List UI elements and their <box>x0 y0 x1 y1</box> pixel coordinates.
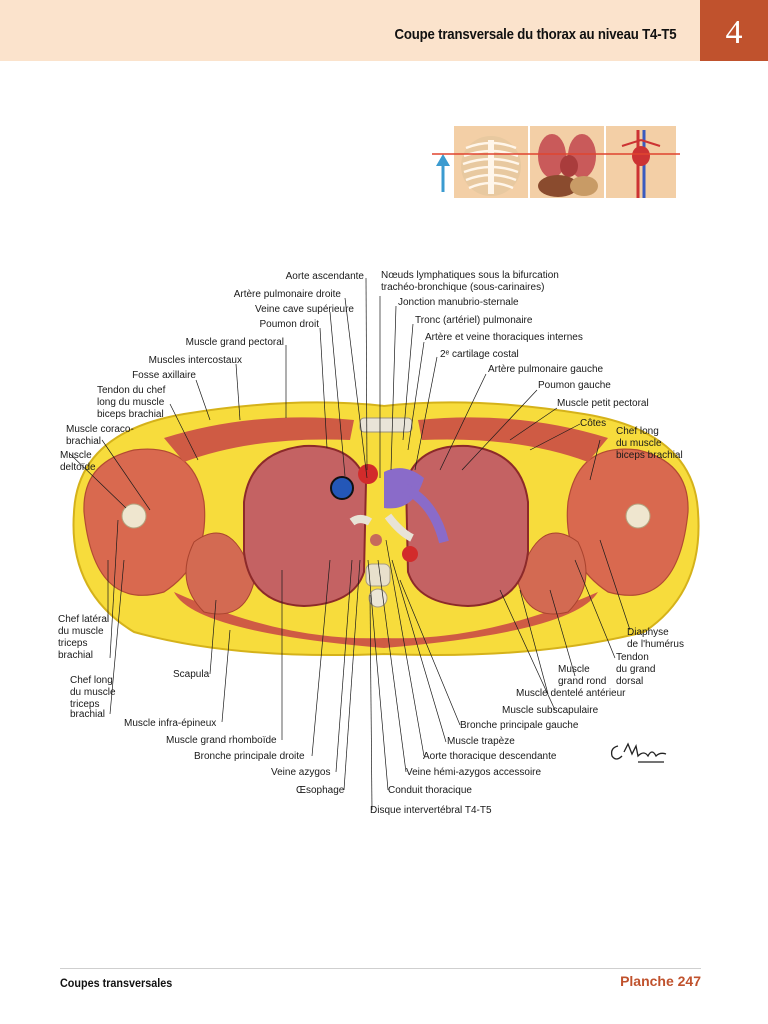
label-aorte-ascendante: Aorte ascendante <box>285 271 364 282</box>
label-cotes: Côtes <box>580 418 607 429</box>
label-coraco-brachial-1: Muscle coraco- <box>66 424 134 435</box>
up-arrow-icon <box>436 154 450 192</box>
right-humerus <box>121 503 147 529</box>
label-noeuds-lymphatiques-2: trachéo-bronchique (sous-carinaires) <box>381 282 545 293</box>
left-lung <box>404 444 529 608</box>
label-chef-long-biceps-3: biceps brachial <box>616 450 683 461</box>
label-grand-rond-2: grand rond <box>558 676 607 687</box>
left-main-bronchus <box>384 513 414 542</box>
label-tendon-chef-long-biceps-1: Tendon du chef <box>97 385 166 396</box>
label-chef-long-triceps-2: du muscle <box>70 687 116 698</box>
superior-vena-cava <box>330 476 354 500</box>
chapter-tab: 4 <box>700 0 768 61</box>
chapter-number: 4 <box>725 14 743 51</box>
label-disque-intervertebral: Disque intervertébral T4-T5 <box>370 805 492 816</box>
label-chef-long-triceps-4: brachial <box>70 709 106 720</box>
label-aorte-thoracique-descendante: Aorte thoracique descendante <box>423 751 557 762</box>
back-muscles <box>174 592 598 648</box>
label-chef-long-triceps-3: triceps <box>70 699 100 710</box>
label-noeuds-lymphatiques-1: Nœuds lymphatiques sous la bifurcation <box>381 270 559 281</box>
label-tendon-grand-dorsal-2: du grand <box>616 664 656 675</box>
vessels-thorax-icon <box>606 126 676 198</box>
label-muscle-subscapulaire: Muscle subscapulaire <box>502 705 599 716</box>
label-diaphyse-humerus-2: de l'humérus <box>627 639 684 650</box>
label-jonction-manubrio-sternale: Jonction manubrio-sternale <box>398 297 519 308</box>
thorax-cross-section <box>72 401 700 657</box>
header-band <box>0 0 700 61</box>
label-deltoide-2: deltoïde <box>60 462 96 473</box>
skeleton-thorax-icon <box>454 126 528 198</box>
footer-plate-number: Planche 247 <box>620 973 701 989</box>
esophagus <box>370 534 382 546</box>
label-veine-hemi-azygos: Veine hémi-azygos accessoire <box>406 767 542 778</box>
label-scapula: Scapula <box>173 669 210 680</box>
label-dentele-anterieur: Muscle dentelé antérieur <box>516 688 626 699</box>
left-pulmonary-artery <box>401 483 449 544</box>
organs-thorax-icon <box>530 126 604 198</box>
label-artere-pulmonaire-droite: Artère pulmonaire droite <box>233 289 341 300</box>
footer-section: Coupes transversales <box>60 976 173 990</box>
label-tendon-chef-long-biceps-2: long du muscle <box>97 397 165 408</box>
label-chef-lateral-triceps-3: triceps <box>58 638 88 649</box>
label-cartilage-costal: 2ᵉ cartilage costal <box>440 349 519 360</box>
label-coraco-brachial-2: brachial <box>66 436 102 447</box>
right-pectoral <box>164 417 354 462</box>
label-deltoide-1: Muscle <box>60 450 92 461</box>
right-main-bronchus <box>349 515 373 526</box>
label-poumon-gauche: Poumon gauche <box>538 380 611 391</box>
label-poumon-droit: Poumon droit <box>259 319 319 330</box>
label-grand-rond-1: Muscle <box>558 664 590 675</box>
label-tendon-grand-dorsal-1: Tendon <box>616 652 649 663</box>
label-conduit-thoracique: Conduit thoracique <box>388 785 472 796</box>
label-muscle-trapeze: Muscle trapèze <box>447 736 515 747</box>
label-tendon-chef-long-biceps-3: biceps brachial <box>97 409 164 420</box>
label-chef-long-triceps-1: Chef long <box>70 675 113 686</box>
label-grand-rhomboide: Muscle grand rhomboïde <box>166 735 277 746</box>
label-muscle-petit-pectoral: Muscle petit pectoral <box>557 398 649 409</box>
label-muscles-intercostaux: Muscles intercostaux <box>148 355 242 366</box>
label-muscle-infra-epineux: Muscle infra-épineux <box>124 718 217 729</box>
label-muscle-grand-pectoral: Muscle grand pectoral <box>185 337 284 348</box>
label-chef-long-biceps-1: Chef long <box>616 426 659 437</box>
left-pectoral <box>418 417 608 462</box>
right-scapula-muscles <box>185 532 255 615</box>
ascending-aorta <box>358 464 378 484</box>
label-chef-lateral-triceps-2: du muscle <box>58 626 104 637</box>
left-humerus <box>625 503 651 529</box>
label-bronche-principale-droite: Bronche principale droite <box>194 751 305 762</box>
descending-aorta <box>402 546 418 562</box>
label-veine-cave-superieure: Veine cave supérieure <box>255 304 354 315</box>
page-title: Coupe transversale du thorax au niveau T… <box>393 26 676 43</box>
artist-signature <box>610 742 667 763</box>
label-diaphyse-humerus-1: Diaphyse <box>627 627 669 638</box>
footer-rule <box>60 968 701 969</box>
label-chef-lateral-triceps-4: brachial <box>58 650 94 661</box>
label-bronche-principale-gauche: Bronche principale gauche <box>460 720 579 731</box>
label-chef-lateral-triceps-1: Chef latéral <box>58 614 110 625</box>
label-tendon-grand-dorsal-3: dorsal <box>616 676 644 687</box>
label-artere-pulmonaire-gauche: Artère pulmonaire gauche <box>488 364 604 375</box>
label-tronc-pulmonaire: Tronc (artériel) pulmonaire <box>415 315 533 326</box>
label-artere-veine-thoraciques: Artère et veine thoraciques internes <box>425 332 583 343</box>
label-fosse-axillaire: Fosse axillaire <box>132 370 196 381</box>
label-oesophage: Œsophage <box>296 785 345 796</box>
left-scapula-muscles <box>517 532 587 615</box>
label-veine-azygos: Veine azygos <box>271 767 331 778</box>
orientation-figure <box>432 126 680 198</box>
label-chef-long-biceps-2: du muscle <box>616 438 662 449</box>
vertebra-t4-t5 <box>365 563 391 587</box>
